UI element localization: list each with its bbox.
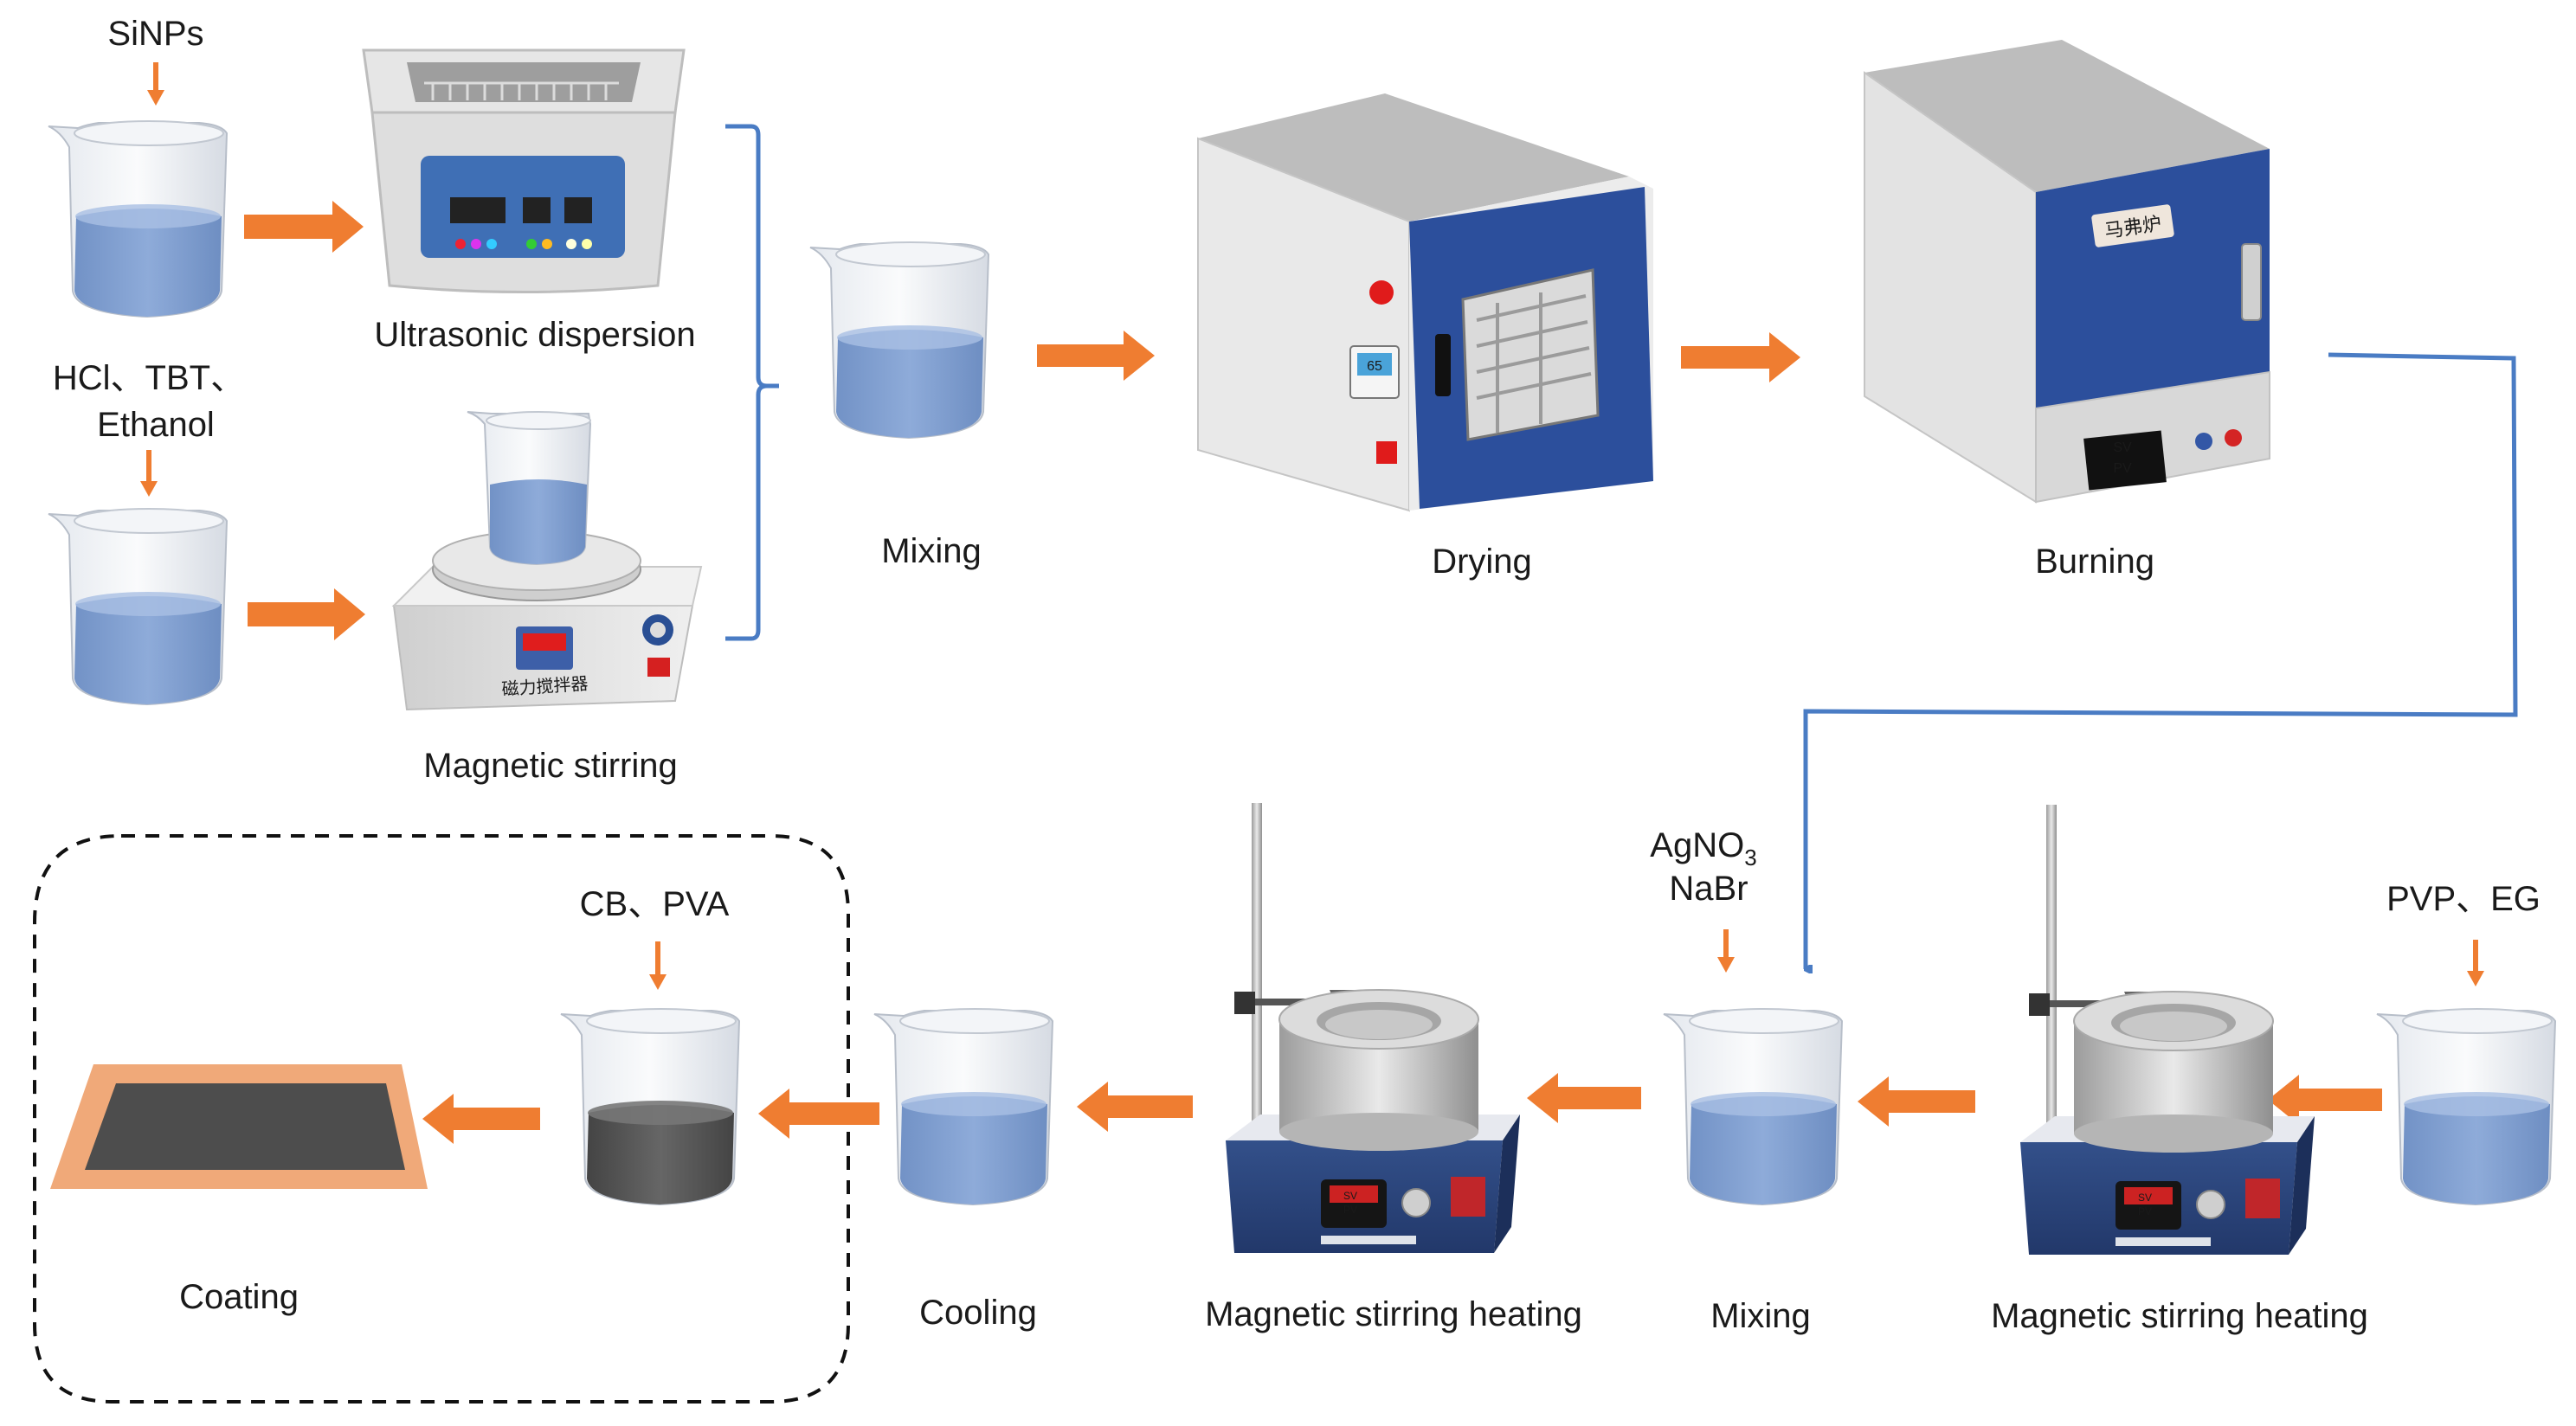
arrow-to-drying: [1037, 331, 1155, 381]
arrow-to-magnetic-stirrer: [248, 588, 365, 640]
label-hcl-tbt: HCl、TBT、: [53, 359, 245, 397]
label-sinps: SiNPs: [107, 15, 203, 53]
beaker-pvp-eg: [2376, 1008, 2556, 1205]
label-coating: Coating: [179, 1278, 299, 1316]
arrow-down-agno3: [1717, 929, 1735, 973]
beaker-sinps: [48, 120, 228, 318]
heater-station-right: [2019, 804, 2315, 1256]
heater-left-sv: SV: [1343, 1190, 1357, 1202]
label-magnetic-stirring: Magnetic stirring: [423, 747, 677, 785]
heater-station-left: [1225, 802, 1521, 1254]
arrow-down-sinps: [147, 62, 164, 106]
label-cb-pva: CB、PVA: [580, 885, 730, 923]
oven-display-text: 65: [1367, 359, 1382, 374]
label-ethanol: Ethanol: [97, 406, 215, 444]
coating-dashed-box: [33, 834, 850, 1404]
arrow-down-cb-pva: [649, 941, 667, 990]
arrow-to-burning: [1681, 332, 1800, 382]
beaker-cooling: [873, 1008, 1053, 1205]
beaker-mixing-top: [809, 241, 989, 439]
beaker-hcl-tbt-ethanol: [48, 508, 228, 705]
furnace-pv-text: PV: [2113, 461, 2132, 476]
beaker-on-stirrer: [467, 411, 592, 566]
label-mixing-top: Mixing: [881, 532, 982, 570]
arrow-to-cooling: [1077, 1082, 1193, 1132]
label-agno3: AgNO3: [1650, 826, 1756, 870]
label-cooling: Cooling: [919, 1294, 1037, 1332]
label-mixing-bottom: Mixing: [1710, 1297, 1811, 1335]
coated-substrate: [50, 1064, 428, 1189]
arrow-down-hcl: [140, 450, 158, 497]
label-heating-right: Magnetic stirring heating: [1991, 1297, 2368, 1335]
arrow-to-heater-right: [2268, 1075, 2382, 1125]
merge-bracket: [725, 124, 779, 641]
ultrasonic-bath: [362, 48, 686, 293]
connector-burning-to-mixing: [1803, 352, 2518, 969]
label-heating-left: Magnetic stirring heating: [1205, 1295, 1582, 1333]
arrow-to-ultrasonic: [244, 201, 364, 253]
muffle-furnace: 马弗炉 SV PV: [1864, 40, 2270, 504]
arrow-down-pvp-eg: [2467, 940, 2484, 986]
heater-left-pv: PV: [1343, 1204, 1357, 1216]
heater-right-pv: PV: [2138, 1205, 2152, 1217]
beaker-cb-pva: [560, 1008, 740, 1205]
label-nabr: NaBr: [1669, 870, 1748, 908]
arrow-to-mixing-bottom: [1858, 1076, 1975, 1127]
label-drying: Drying: [1432, 543, 1532, 581]
label-pvp-eg: PVP、EG: [2386, 880, 2541, 918]
beaker-mixing-bottom: [1663, 1008, 1843, 1205]
furnace-sv-text: SV: [2113, 440, 2132, 455]
label-burning: Burning: [2035, 543, 2154, 581]
arrow-to-coating: [422, 1094, 540, 1144]
heater-right-sv: SV: [2138, 1192, 2152, 1204]
arrow-to-heater-left: [1527, 1073, 1641, 1123]
drying-oven: 65: [1197, 93, 1653, 512]
arrow-to-cb-beaker: [758, 1089, 879, 1139]
label-ultrasonic-dispersion: Ultrasonic dispersion: [374, 316, 695, 354]
